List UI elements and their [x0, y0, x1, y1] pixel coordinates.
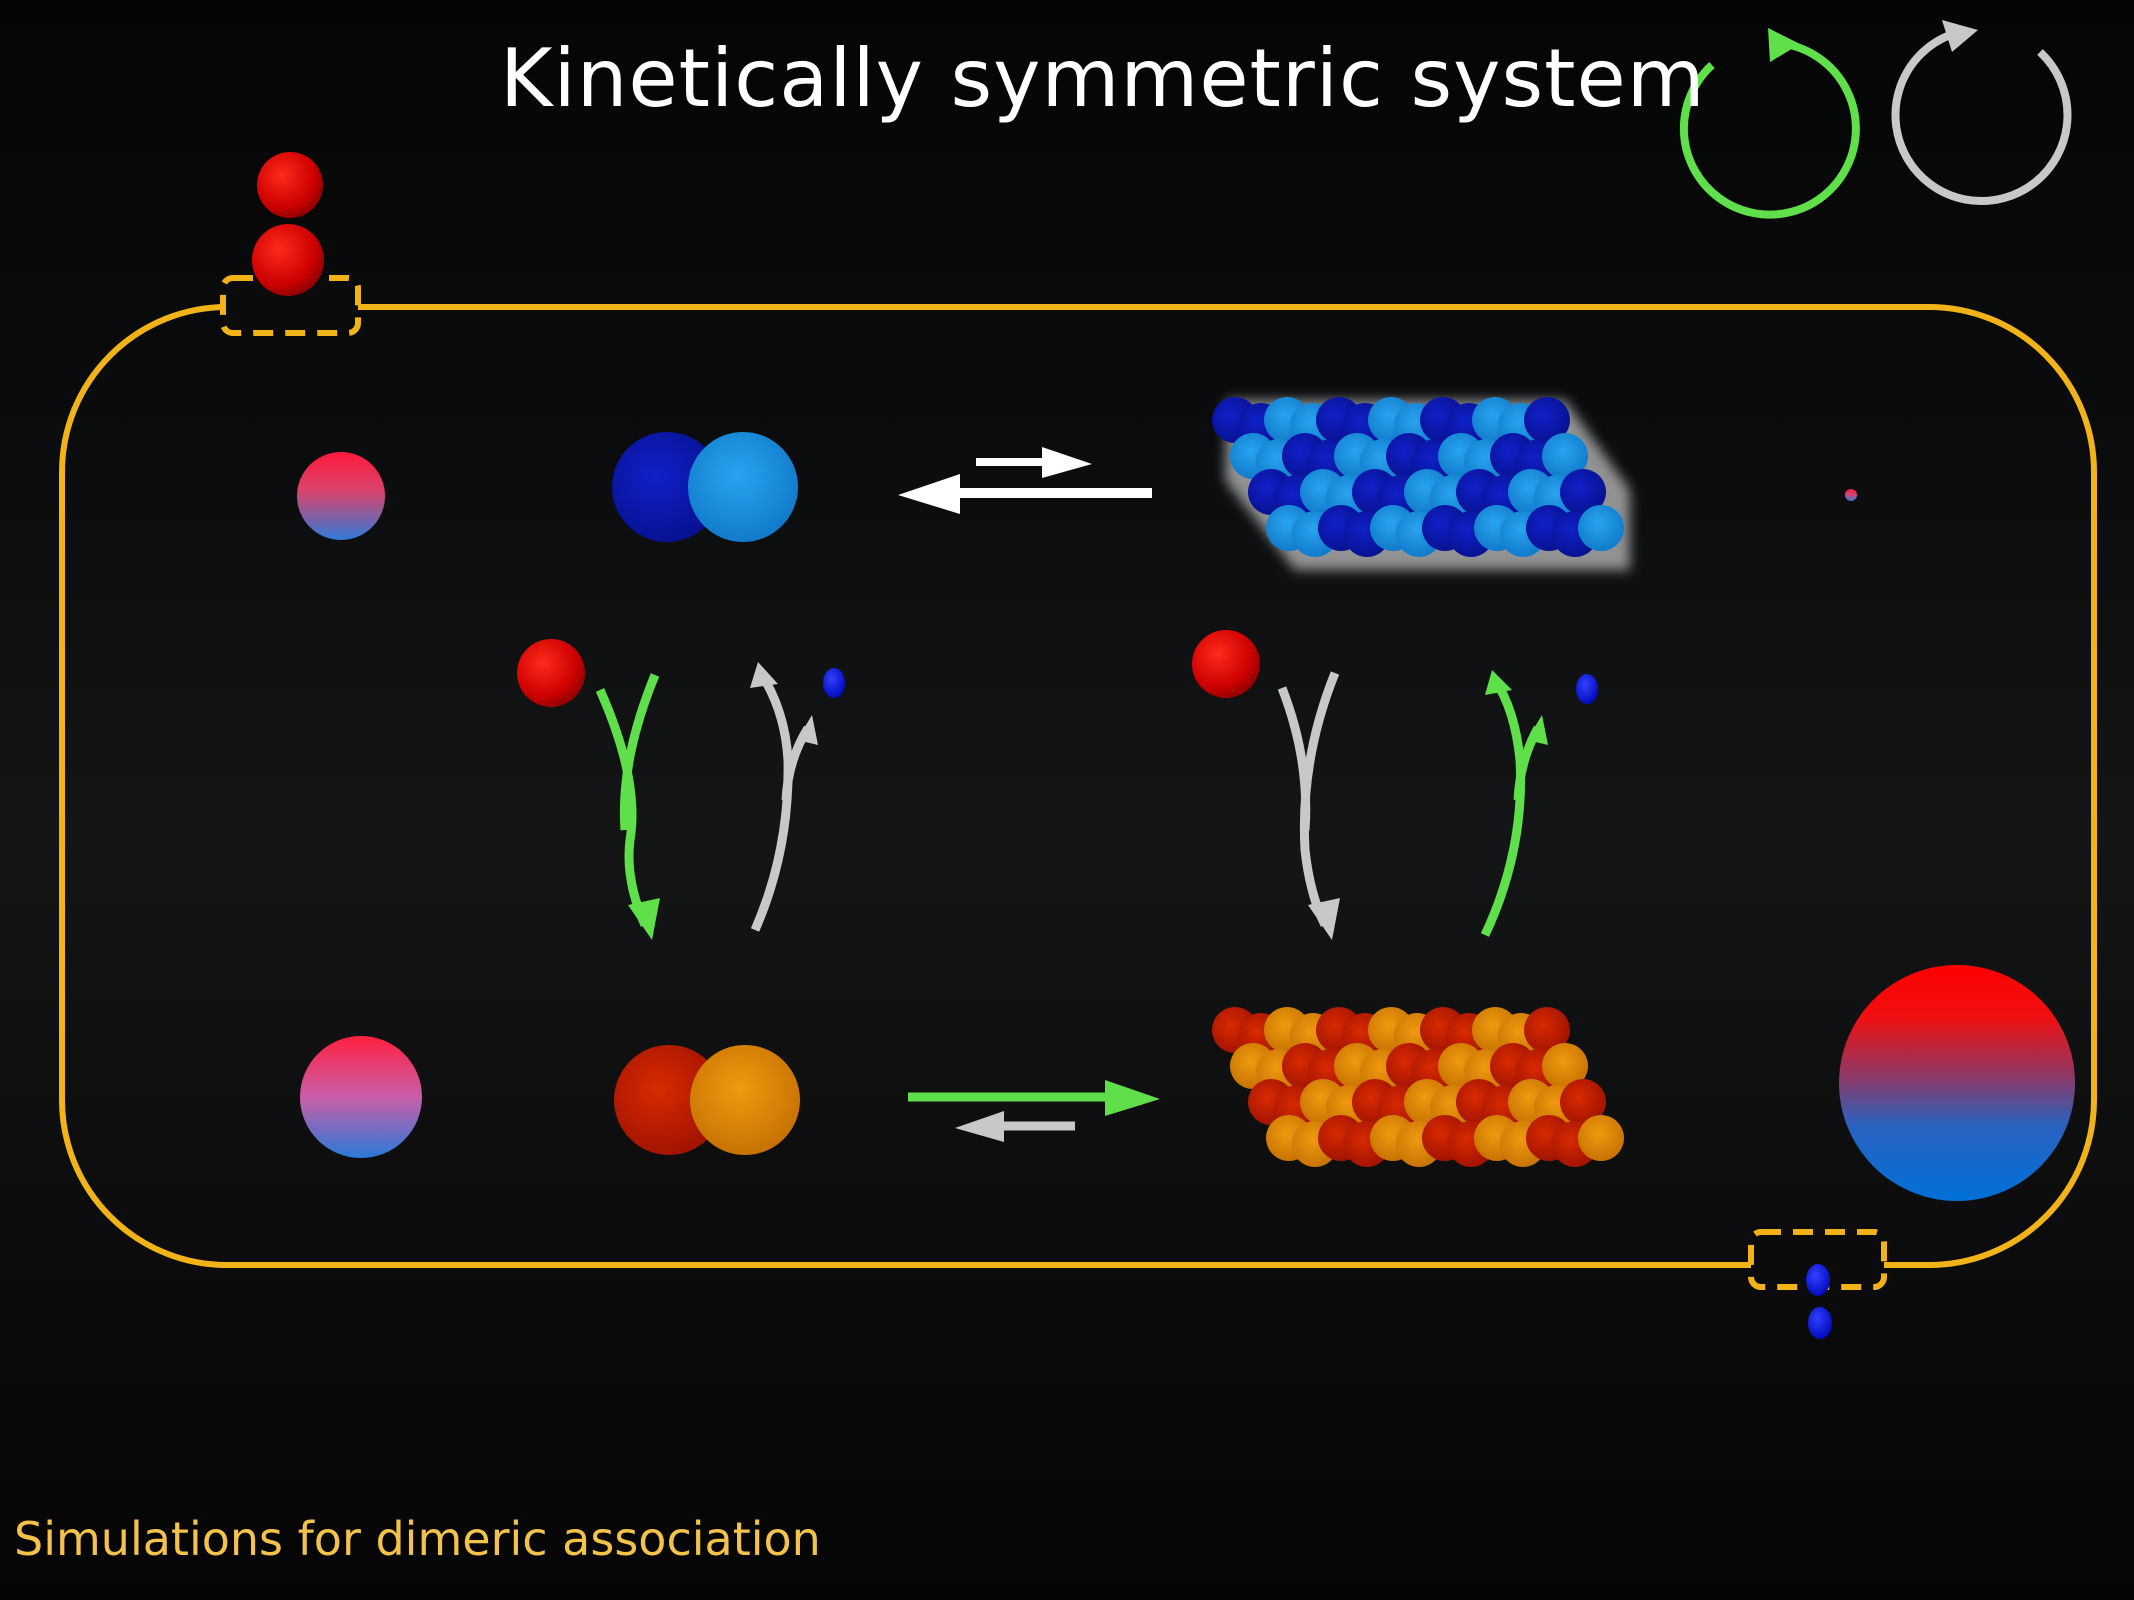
deactivation-arrow-left	[750, 662, 818, 932]
slide-title: Kinetically symmetric system	[500, 32, 1706, 125]
compartment-boundary	[59, 304, 2097, 1268]
green-cycle-arrow-icon	[1679, 28, 1860, 219]
waste-molecule	[1576, 674, 1598, 704]
fuel-input-channel	[220, 275, 361, 336]
activated-fiber	[1212, 1007, 1624, 1167]
fuel-molecule	[257, 152, 323, 218]
monomer-concentration-sphere	[297, 452, 385, 540]
gray-cycle-arrow-icon	[1891, 20, 2072, 206]
waste-molecule	[1806, 1264, 1830, 1296]
deactivated-dimer	[612, 432, 798, 542]
fuel-molecule	[517, 639, 585, 707]
waste-molecule	[823, 668, 845, 698]
fiber-concentration-dot	[1845, 489, 1857, 501]
activation-arrow-left	[595, 673, 660, 940]
deactivated-fiber	[1212, 397, 1630, 570]
fuel-molecule	[1192, 630, 1260, 698]
fuel-molecule	[252, 224, 324, 296]
fiber-concentration-sphere	[1839, 965, 2075, 1201]
equilibrium-arrows-top	[898, 447, 1152, 514]
activated-dimer	[614, 1045, 800, 1155]
slide-footer: Simulations for dimeric association	[14, 1512, 821, 1566]
waste-molecule	[1808, 1307, 1832, 1339]
equilibrium-arrows-bottom	[908, 1080, 1160, 1142]
dimer-concentration-sphere	[300, 1036, 422, 1158]
deactivation-arrow-right	[1277, 671, 1340, 940]
activation-arrow-right	[1480, 670, 1548, 937]
